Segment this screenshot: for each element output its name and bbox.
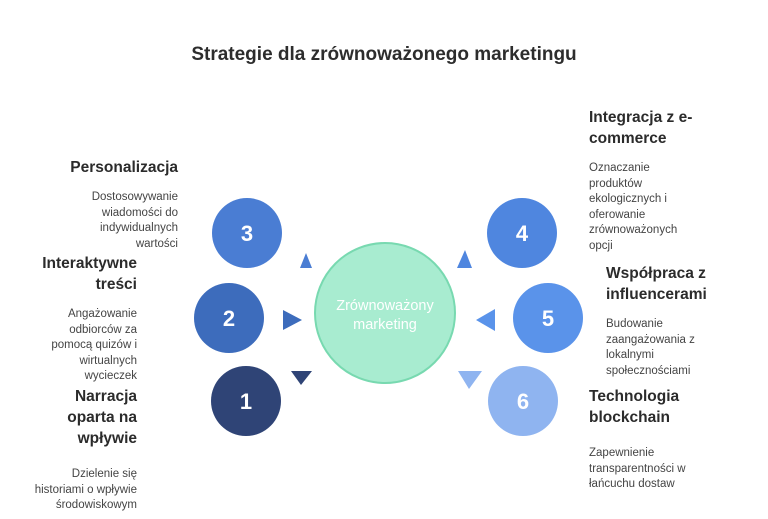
- arrow-4-icon: [457, 250, 472, 268]
- center-label-line2: marketing: [353, 317, 417, 333]
- strategy-description: Dostosowywanie wiadomości do indywidualn…: [91, 191, 178, 250]
- svg-text:2: 2: [223, 306, 235, 331]
- strategy-description: Zapewnienie transparentności w łańcuchu …: [589, 447, 686, 490]
- page-title: Strategie dla zrównoważonego marketingu: [191, 44, 577, 65]
- arrow-3-icon: [300, 253, 312, 268]
- svg-text:4: 4: [516, 221, 529, 246]
- node-2[interactable]: 2: [194, 283, 264, 353]
- center-circle: [314, 242, 456, 384]
- strategy-description: Budowanie zaangażowania z lokalnymi społ…: [606, 318, 695, 377]
- node-1[interactable]: 1: [211, 366, 281, 436]
- arrow-5-icon: [476, 309, 495, 331]
- strategy-interaktywne: Interaktywne treści Angażowanie odbiorcó…: [7, 253, 137, 385]
- arrow-2-icon: [283, 310, 302, 330]
- strategy-description: Dzielenie się historiami o wpływie środo…: [34, 468, 137, 511]
- strategy-description: Oznaczanie produktów ekologicznych i ofe…: [589, 162, 678, 252]
- strategy-blockchain: Technologia blockchain Zapewnienie trans…: [589, 386, 749, 493]
- arrow-1-icon: [291, 371, 312, 385]
- strategy-heading: Integracja z e- commerce: [589, 109, 693, 147]
- svg-text:3: 3: [241, 221, 253, 246]
- node-3[interactable]: 3: [212, 198, 282, 268]
- strategy-heading: Technologia blockchain: [589, 388, 680, 426]
- svg-text:1: 1: [240, 389, 252, 414]
- strategy-heading: Personalizacja: [70, 159, 178, 176]
- strategy-heading: Interaktywne treści: [42, 255, 137, 293]
- center-label-line1: Zrównoważony: [336, 298, 434, 314]
- strategy-narracja: Narracja oparta na wpływie Dzielenie się…: [7, 386, 137, 514]
- strategy-description: Angażowanie odbiorców za pomocą quizów i…: [51, 308, 137, 382]
- strategy-personalizacja: Personalizacja Dostosowywanie wiadomości…: [18, 157, 178, 252]
- strategy-influencerzy: Współpraca z influencerami Budowanie zaa…: [606, 263, 756, 379]
- node-6[interactable]: 6: [488, 366, 558, 436]
- strategy-heading: Narracja oparta na wpływie: [67, 388, 137, 447]
- node-5[interactable]: 5: [513, 283, 583, 353]
- strategy-ecommerce: Integracja z e- commerce Oznaczanie prod…: [589, 107, 749, 254]
- svg-text:6: 6: [517, 389, 529, 414]
- node-4[interactable]: 4: [487, 198, 557, 268]
- strategy-heading: Współpraca z influencerami: [606, 265, 707, 303]
- svg-text:5: 5: [542, 306, 554, 331]
- arrow-6-icon: [458, 371, 482, 389]
